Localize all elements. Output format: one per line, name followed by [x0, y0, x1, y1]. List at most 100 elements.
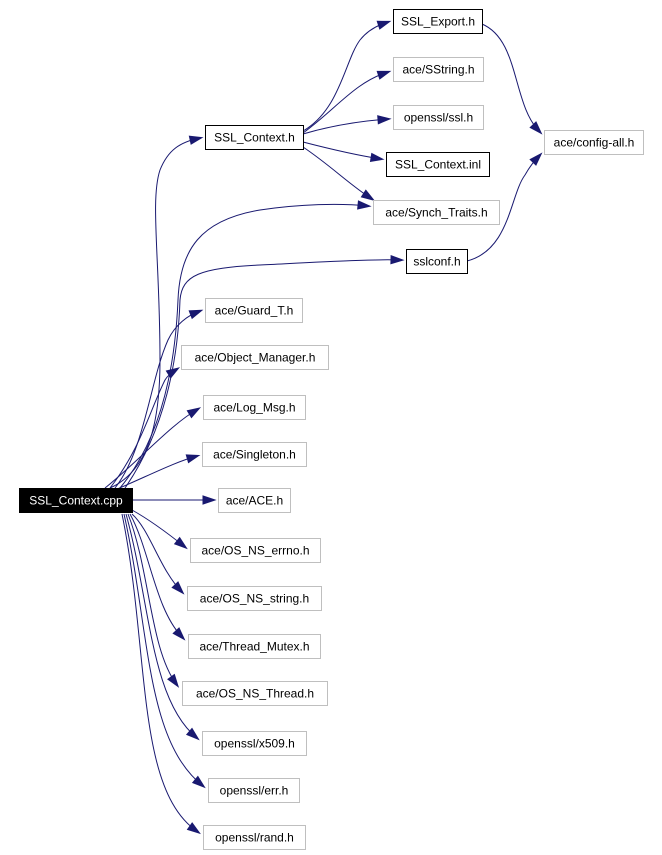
- node-label: SSL_Context.h: [214, 131, 295, 145]
- node-label: SSL_Context.inl: [395, 158, 481, 172]
- node-ace-os-ns-string-h[interactable]: ace/OS_NS_string.h: [187, 586, 322, 611]
- arrowhead-icon: [390, 255, 405, 265]
- edge-ssl-context-h-to-ssl-context-inl: [302, 141, 385, 162]
- node-ace-os-ns-errno-h[interactable]: ace/OS_NS_errno.h: [190, 538, 321, 563]
- node-box: [386, 152, 490, 177]
- edge-line: [125, 513, 198, 739]
- node-ace-object-manager-h[interactable]: ace/Object_Manager.h: [181, 345, 329, 370]
- node-label: ace/config-all.h: [554, 136, 635, 150]
- node-openssl-ssl-h[interactable]: openssl/ssl.h: [393, 105, 484, 130]
- node-box: [187, 586, 322, 611]
- edge-line: [302, 141, 382, 160]
- node-ace-singleton-h[interactable]: ace/Singleton.h: [202, 442, 307, 467]
- edge-ssl-context-cpp-to-openssl-x509-h: [125, 513, 200, 741]
- node-ace-thread-mutex-h[interactable]: ace/Thread_Mutex.h: [188, 634, 321, 659]
- arrowhead-icon: [529, 152, 543, 166]
- edge-ssl-export-h-to-ace-config-all-h: [481, 23, 543, 135]
- node-openssl-err-h[interactable]: openssl/err.h: [208, 778, 300, 803]
- node-label: ace/Guard_T.h: [215, 304, 294, 318]
- edge-ssl-context-cpp-to-ace-object-manager-h: [109, 367, 181, 489]
- arrowhead-icon: [357, 200, 372, 210]
- edge-ssl-context-cpp-to-ace-os-ns-string-h: [131, 513, 185, 595]
- node-box: [203, 825, 306, 850]
- node-ace-config-all-h[interactable]: ace/config-all.h: [544, 130, 644, 155]
- node-openssl-x509-h[interactable]: openssl/x509.h: [202, 731, 307, 756]
- node-box: [188, 634, 321, 659]
- edge-ssl-context-cpp-to-ssl-context-h: [109, 135, 204, 489]
- arrowhead-icon: [167, 673, 180, 688]
- edges-layer: [104, 20, 543, 835]
- node-box: [393, 57, 484, 82]
- node-box: [406, 249, 468, 274]
- node-label: openssl/rand.h: [215, 831, 294, 845]
- arrowhead-icon: [186, 822, 201, 835]
- node-ace-ace-h[interactable]: ace/ACE.h: [218, 488, 291, 513]
- node-openssl-rand-h[interactable]: openssl/rand.h: [203, 825, 306, 850]
- node-label: ace/Object_Manager.h: [195, 351, 316, 365]
- node-box: [208, 778, 300, 803]
- arrowhead-icon: [165, 367, 181, 379]
- edge-ssl-context-cpp-to-ace-log-msg-h: [104, 407, 202, 489]
- node-box: [203, 395, 306, 420]
- edge-ssl-context-cpp-to-ace-guard-t-h: [114, 309, 204, 489]
- node-label: openssl/x509.h: [214, 737, 295, 751]
- edge-line: [121, 513, 199, 833]
- node-label: ace/OS_NS_string.h: [200, 592, 309, 606]
- node-box: [19, 488, 133, 513]
- arrowhead-icon: [188, 135, 204, 145]
- arrowhead-icon: [186, 407, 202, 419]
- arrowhead-icon: [202, 495, 217, 505]
- node-label: openssl/ssl.h: [404, 111, 473, 125]
- node-ace-log-msg-h[interactable]: ace/Log_Msg.h: [203, 395, 306, 420]
- edge-ssl-context-cpp-to-openssl-err-h: [123, 513, 206, 789]
- edge-ssl-context-h-to-ace-synch-traits-h: [302, 146, 375, 201]
- node-ssl-context-cpp[interactable]: SSL_Context.cpp: [19, 488, 133, 513]
- edge-line: [302, 21, 389, 132]
- node-box: [393, 9, 483, 34]
- edge-ssl-context-h-to-ace-sstring-h: [302, 70, 392, 134]
- arrowhead-icon: [377, 115, 392, 125]
- node-box: [393, 105, 484, 130]
- node-box: [205, 125, 304, 150]
- arrowhead-icon: [172, 627, 186, 641]
- node-box: [218, 488, 291, 513]
- edge-ssl-context-cpp-to-ace-ace-h: [132, 495, 217, 505]
- edge-line: [129, 513, 184, 639]
- edge-line: [124, 259, 402, 489]
- node-ssl-context-h[interactable]: SSL_Context.h: [205, 125, 304, 150]
- node-box: [544, 130, 644, 155]
- node-ssl-context-inl[interactable]: SSL_Context.inl: [386, 152, 490, 177]
- node-label: SSL_Export.h: [401, 15, 475, 29]
- node-label: ace/ACE.h: [226, 494, 283, 508]
- node-ace-synch-traits-h[interactable]: ace/Synch_Traits.h: [373, 200, 500, 225]
- node-label: ace/Singleton.h: [213, 448, 296, 462]
- arrowhead-icon: [188, 309, 204, 320]
- node-label: ace/OS_NS_errno.h: [201, 544, 309, 558]
- node-ssl-export-h[interactable]: SSL_Export.h: [393, 9, 483, 34]
- node-label: ace/Log_Msg.h: [213, 401, 295, 415]
- edge-line: [114, 310, 201, 489]
- node-box: [373, 200, 500, 225]
- node-box: [182, 681, 328, 706]
- edge-ssl-context-cpp-to-openssl-rand-h: [121, 513, 201, 835]
- node-ace-sstring-h[interactable]: ace/SString.h: [393, 57, 484, 82]
- node-label: ace/Thread_Mutex.h: [199, 640, 309, 654]
- edge-sslconf-h-to-ace-config-all-h: [466, 152, 543, 262]
- node-box: [181, 345, 329, 370]
- edge-line: [127, 513, 178, 686]
- arrowhead-icon: [376, 20, 392, 30]
- arrowhead-icon: [185, 727, 200, 741]
- node-ace-os-ns-thread-h[interactable]: ace/OS_NS_Thread.h: [182, 681, 328, 706]
- edge-ssl-context-cpp-to-ace-thread-mutex-h: [129, 513, 186, 641]
- node-ace-guard-t-h[interactable]: ace/Guard_T.h: [205, 298, 303, 323]
- node-box: [202, 442, 307, 467]
- node-box: [202, 731, 307, 756]
- node-label: ace/SString.h: [402, 63, 474, 77]
- edge-ssl-context-h-to-ssl-export-h: [302, 20, 392, 132]
- node-sslconf-h[interactable]: sslconf.h: [406, 249, 468, 274]
- edge-line: [119, 203, 369, 489]
- edge-ssl-context-cpp-to-sslconf-h: [124, 255, 405, 489]
- edge-ssl-context-cpp-to-ace-os-ns-errno-h: [131, 509, 188, 550]
- arrowhead-icon: [171, 581, 185, 595]
